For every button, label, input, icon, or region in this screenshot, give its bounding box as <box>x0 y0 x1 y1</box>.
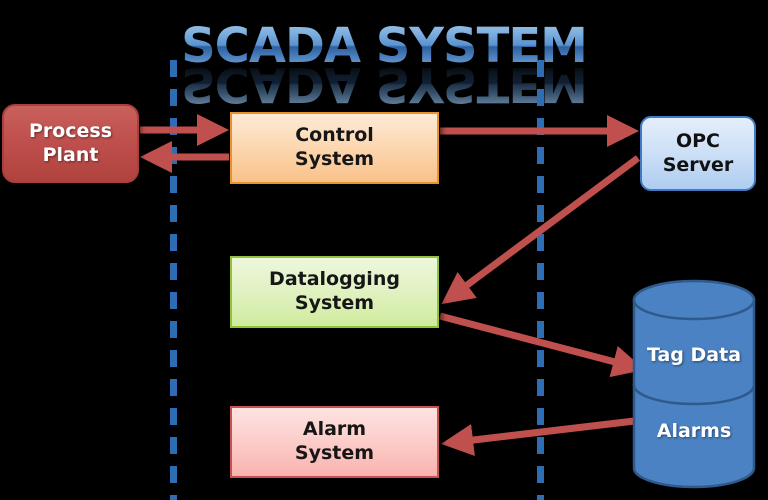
arrow-datalogging-to-tagdata <box>439 312 645 378</box>
node-alarm-system[interactable]: Alarm System <box>230 406 439 478</box>
node-database-cylinder[interactable]: Tag Data Alarms <box>632 278 756 494</box>
node-process-plant-line1: Process <box>28 119 113 142</box>
boundary-line-left <box>170 60 177 500</box>
boundary-line-right <box>537 60 544 500</box>
node-opc-server[interactable]: OPC Server <box>640 116 756 191</box>
database-label-tag-data: Tag Data <box>646 344 742 366</box>
node-control-system-line1: Control <box>295 124 374 147</box>
database-cylinder-icon <box>632 279 756 489</box>
node-alarm-system-line2: System <box>294 442 375 464</box>
database-label-alarms: Alarms <box>656 420 732 442</box>
node-control-system[interactable]: Control System <box>230 112 439 184</box>
node-datalogging-system-line2: System <box>294 292 375 314</box>
node-datalogging-system[interactable]: Datalogging System <box>230 256 439 328</box>
node-datalogging-system-line1: Datalogging <box>269 268 400 291</box>
node-opc-server-line2: Server <box>662 153 734 176</box>
arrow-opc-to-datalogging <box>441 155 641 305</box>
node-opc-server-line1: OPC <box>675 129 721 152</box>
node-alarm-system-line1: Alarm <box>302 418 367 441</box>
arrow-alarms-to-alarmsystem <box>441 416 644 457</box>
node-control-system-line2: System <box>294 148 375 170</box>
node-process-plant[interactable]: Process Plant <box>2 104 139 183</box>
node-process-plant-line2: Plant <box>42 143 99 166</box>
